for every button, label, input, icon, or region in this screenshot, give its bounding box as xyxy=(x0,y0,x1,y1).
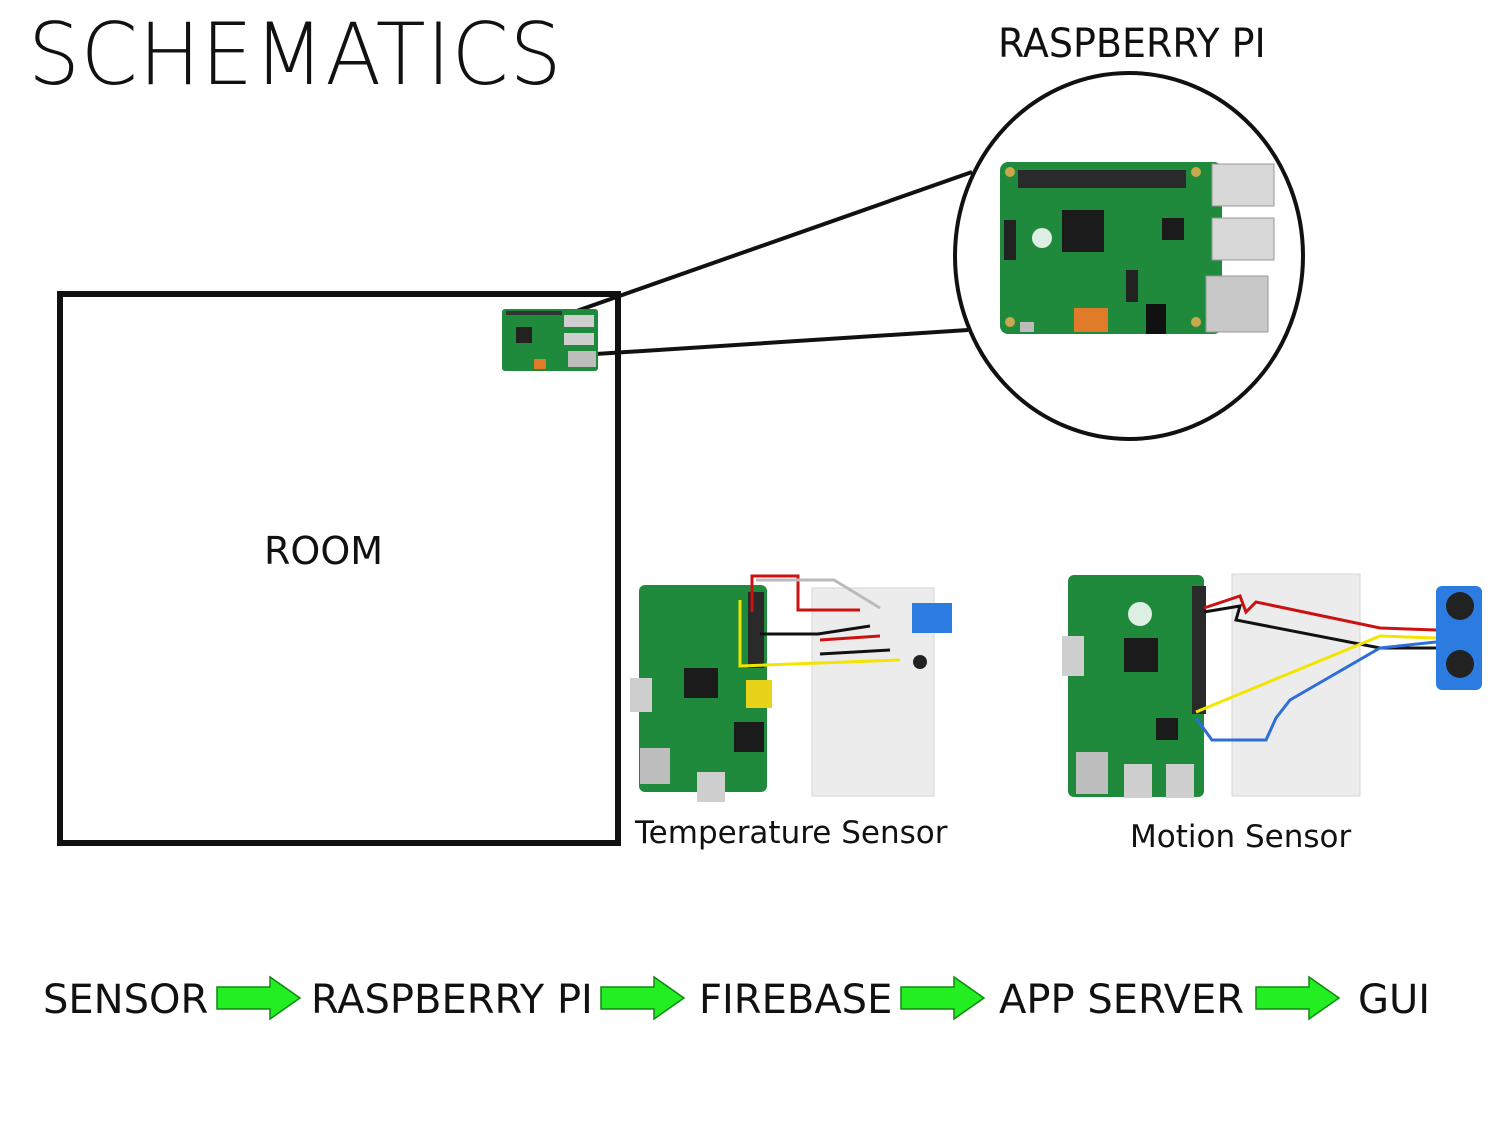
flow-step-sensor: SENSOR xyxy=(43,977,209,1023)
page-title: SCHEMATICS xyxy=(28,5,563,105)
zoom-line-bottom xyxy=(564,328,969,358)
flow-arrow-2 xyxy=(600,975,686,1021)
flow-arrow-4 xyxy=(1255,975,1341,1021)
flow-arrow-3 xyxy=(900,975,986,1021)
room-label: ROOM xyxy=(264,529,384,573)
temperature-sensor-caption: Temperature Sensor xyxy=(635,815,948,851)
flow-arrow-1 xyxy=(216,975,302,1021)
flow-step-firebase: FIREBASE xyxy=(699,977,893,1023)
raspberry-pi-title: RASPBERRY PI xyxy=(998,21,1266,67)
motion-sensor-diagram xyxy=(1062,573,1482,798)
room-raspberry-pi-icon xyxy=(502,309,598,371)
motion-sensor-caption: Motion Sensor xyxy=(1130,819,1352,855)
zoom-line-top xyxy=(550,170,973,322)
flow-step-app-server: APP SERVER xyxy=(999,977,1245,1023)
room-box xyxy=(57,291,621,846)
flow-step-raspberry-pi: RASPBERRY PI xyxy=(311,977,593,1023)
flow-step-gui: GUI xyxy=(1358,977,1431,1023)
data-flow: SENSOR RASPBERRY PI FIREBASE APP SERVER … xyxy=(0,980,1500,1040)
zoomed-raspberry-pi-board xyxy=(1000,162,1275,334)
flow-arrows xyxy=(216,975,1341,1021)
motion-pi-board xyxy=(1068,575,1204,797)
temperature-sensor-diagram xyxy=(630,574,952,802)
temp-dht-sensor xyxy=(912,603,952,633)
